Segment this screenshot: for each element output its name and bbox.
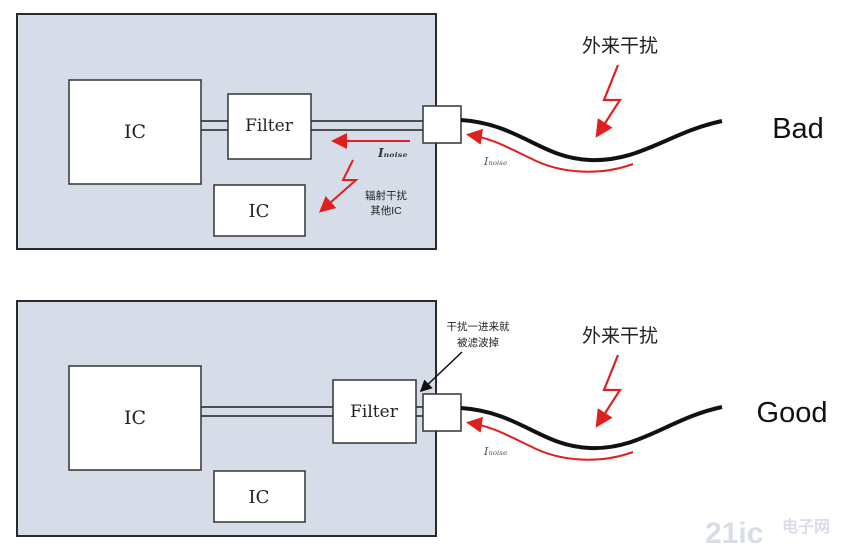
- bad-radiation-bolt: [319, 159, 359, 213]
- good-ic-main-box: [68, 365, 202, 471]
- good-current-arrow: [466, 416, 634, 461]
- bad-label: Bad: [772, 113, 824, 145]
- bad-filter-box: [227, 93, 312, 160]
- good-ic-small-box: [213, 470, 306, 523]
- bad-current-label-outer: Iₙₒᵢₛₑ: [483, 155, 507, 168]
- good-panel-group: IC Filter IC 干扰一进来就 被滤波掉 Iₙₒᵢₛₑ 外来干扰 Goo…: [16, 300, 828, 537]
- bad-ic-small-box: [213, 184, 306, 237]
- good-cable: [460, 405, 723, 451]
- good-filter-box: [332, 379, 417, 444]
- bad-cable: [460, 118, 723, 163]
- bad-note-line1: 辐射干扰: [365, 189, 407, 202]
- watermark-sub: 电子网: [782, 517, 830, 536]
- good-callout-arrow: [419, 351, 463, 393]
- bad-ic-small-label: IC: [249, 201, 270, 222]
- good-label: Good: [757, 397, 828, 429]
- bad-panel-group: IC Filter IC Iₙₒᵢₛₑ Iₙₒᵢₛₑ 外来干扰 辐射干扰 其他I…: [16, 13, 824, 250]
- bad-ic-main-box: [68, 79, 202, 185]
- good-connector: [422, 393, 462, 432]
- bad-note-line2: 其他IC: [370, 204, 402, 217]
- watermark-brand: 21ic: [705, 517, 763, 550]
- bad-ic-main-label: IC: [124, 121, 146, 143]
- good-interference-bolt: [595, 354, 623, 428]
- bad-interference-label: 外来干扰: [582, 35, 658, 57]
- good-filter-label: Filter: [350, 402, 399, 422]
- good-ic-main-label: IC: [124, 407, 146, 429]
- good-ic-small-label: IC: [249, 487, 270, 508]
- bad-current-label-inner: Iₙₒᵢₛₑ: [377, 146, 408, 160]
- good-interference-label: 外来干扰: [582, 325, 658, 347]
- good-note-line2: 被滤波掉: [457, 336, 499, 349]
- good-note-line1: 干扰一进来就: [447, 320, 510, 333]
- watermark-logo: 21ic 电子网: [705, 517, 830, 550]
- good-current-label: Iₙₒᵢₛₑ: [483, 445, 507, 458]
- bad-current-arrow-outer: [466, 128, 634, 173]
- bad-connector: [422, 105, 462, 144]
- bad-interference-bolt: [595, 64, 623, 138]
- bad-filter-label: Filter: [245, 116, 294, 136]
